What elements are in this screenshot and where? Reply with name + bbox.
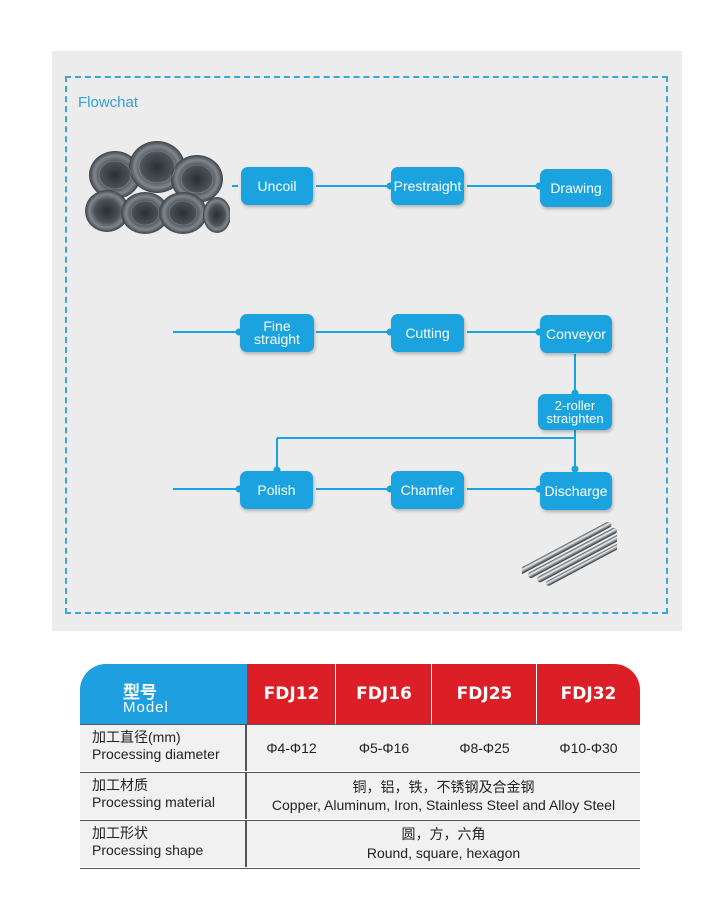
header-divider	[335, 664, 336, 724]
table-header-model: 型号 Model	[80, 664, 247, 724]
material-value: 铜，铝，铁，不锈钢及合金钢 Copper, Aluminum, Iron, St…	[247, 773, 640, 819]
polished-rods-image	[522, 522, 617, 586]
diameter-fdj16: Φ5-Φ16	[336, 725, 432, 771]
step-prestraight-label: Prestraight	[393, 177, 462, 194]
model-fdj16-header: FDJ16	[336, 664, 432, 724]
header-divider	[536, 664, 537, 724]
step-drawing: Drawing	[540, 169, 612, 207]
step-conveyor-label: Conveyor	[546, 325, 606, 342]
wire-coil-image	[85, 141, 230, 234]
row-shape-label: 加工形状 Processing shape	[80, 821, 247, 867]
step-polish-label: Polish	[257, 481, 296, 498]
model-label-en: Model	[123, 699, 169, 716]
step-uncoil: Uncoil	[241, 167, 313, 205]
step-discharge-label: Discharge	[544, 482, 608, 499]
shape-value-en: Round, square, hexagon	[366, 845, 521, 861]
diameter-label-cn: 加工直径(mm)	[92, 729, 181, 745]
diameter-fdj32: Φ10-Φ30	[537, 725, 640, 771]
header-divider	[431, 664, 432, 724]
table-rule	[80, 820, 640, 821]
row-diameter-label: 加工直径(mm) Processing diameter	[80, 725, 247, 771]
flowchart-title: Flowchat	[78, 94, 139, 111]
step-drawing-label: Drawing	[550, 179, 602, 196]
material-label-cn: 加工材质	[92, 777, 148, 793]
table-rule	[80, 724, 640, 725]
model-fdj25-header: FDJ25	[432, 664, 537, 724]
step-conveyor: Conveyor	[540, 315, 612, 353]
shape-label-cn: 加工形状	[92, 825, 148, 841]
model-fdj32-header: FDJ32	[537, 664, 640, 724]
material-value-en: Copper, Aluminum, Iron, Stainless Steel …	[271, 797, 616, 813]
shape-label-en: Processing shape	[92, 842, 204, 858]
material-value-cn: 铜，铝，铁，不锈钢及合金钢	[352, 779, 535, 795]
shape-value-cn: 圆，方，六角	[401, 826, 486, 842]
step-cutting: Cutting	[391, 314, 464, 352]
diameter-fdj25: Φ8-Φ25	[432, 725, 537, 771]
step-prestraight: Prestraight	[391, 167, 464, 205]
step-chamfer-label: Chamfer	[400, 481, 455, 498]
shape-value: 圆，方，六角 Round, square, hexagon	[247, 821, 640, 867]
step-polish: Polish	[240, 471, 313, 509]
step-two-roller-straighten: 2-roller straighten	[538, 394, 612, 430]
table-rule	[80, 772, 640, 773]
step-discharge: Discharge	[540, 472, 612, 510]
model-fdj12-header: FDJ12	[247, 664, 336, 724]
step-two-roller-label-line1: 2-roller	[554, 398, 596, 413]
step-cutting-label: Cutting	[405, 324, 450, 341]
flowchart-dashed-border	[65, 76, 668, 614]
step-uncoil-label: Uncoil	[257, 177, 297, 194]
step-two-roller-label-line2: straighten	[546, 411, 604, 426]
step-fine-straight: Fine straight	[240, 314, 314, 352]
diameter-fdj12: Φ4-Φ12	[247, 725, 336, 771]
row-material-label: 加工材质 Processing material	[80, 773, 247, 819]
material-label-en: Processing material	[92, 794, 215, 810]
diameter-label-en: Processing diameter	[92, 746, 220, 762]
step-chamfer: Chamfer	[391, 471, 464, 509]
table-rule	[80, 868, 640, 869]
step-fine-straight-label: Fine straight	[254, 318, 300, 347]
model-label-cn: 型号	[123, 683, 157, 702]
